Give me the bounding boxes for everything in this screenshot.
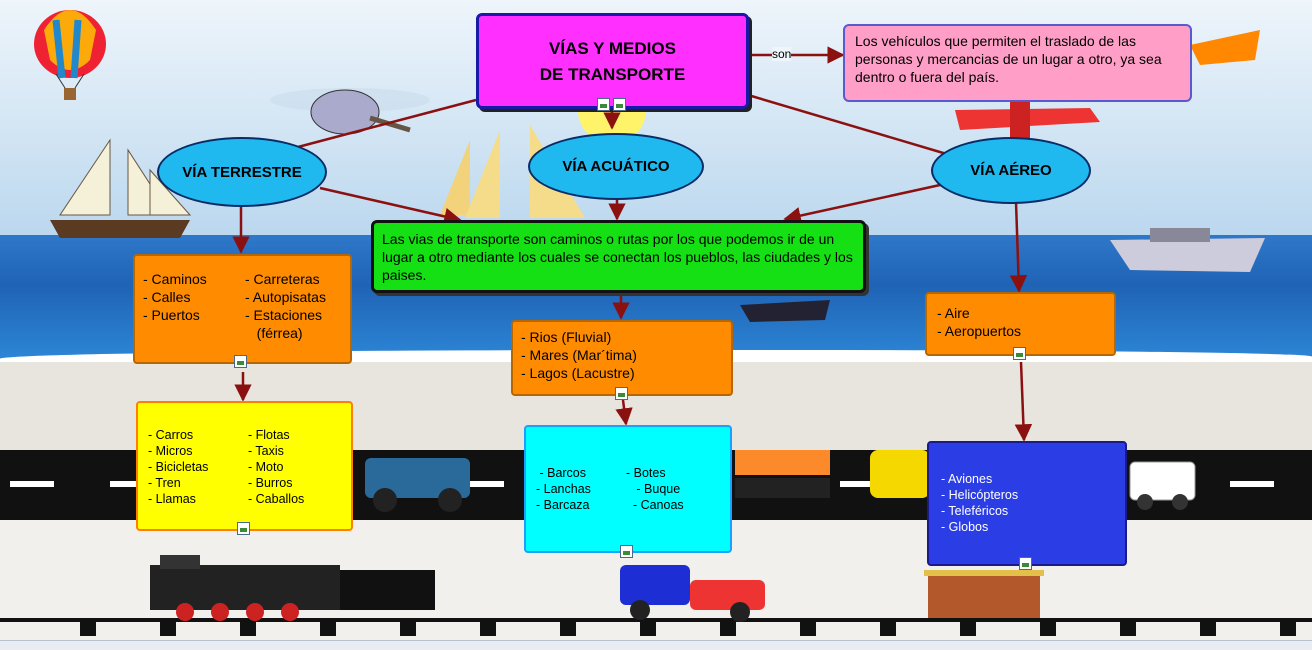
rail-sleeper (240, 622, 256, 636)
road-marking (110, 481, 154, 487)
image-attachment-icon[interactable] (620, 545, 633, 558)
image-attachment-icon[interactable] (237, 522, 250, 535)
horizontal-scrollbar[interactable] (0, 640, 1312, 650)
aereo-vias-node[interactable]: - Aire - Aeropuertos (925, 292, 1116, 356)
title-line-2: DE TRANSPORTE (539, 65, 686, 84)
rail-track (0, 618, 1312, 622)
connector-title-aereo (747, 93, 951, 157)
rail-sleeper (160, 622, 176, 636)
sailboat-icon (50, 138, 192, 238)
connector-terrestre-description (319, 186, 462, 226)
acuatico-vias-node[interactable]: - Rios (Fluvial) - Mares (Mar´tima) - La… (511, 320, 733, 396)
aereo-medios-node[interactable]: - Aviones - Helicópteros - Teleféricos -… (927, 441, 1127, 566)
connector-aereo-medios (1014, 361, 1033, 442)
bus-icon (870, 450, 930, 498)
terrestre-vias-node[interactable]: - Caminos - Calles - Puertos - Carretera… (133, 254, 352, 364)
rail-sleeper (800, 622, 816, 636)
title-node[interactable]: VÍAS Y MEDIOS DE TRANSPORTE (476, 13, 749, 109)
ambulance-icon (1129, 461, 1196, 510)
rail-sleeper (320, 622, 336, 636)
rail-sleeper (1120, 622, 1136, 636)
via-terrestre-node[interactable]: VÍA TERRESTRE (157, 137, 327, 207)
tractor-icon (620, 565, 765, 622)
rail-sleeper (1040, 622, 1056, 636)
image-attachment-icon[interactable] (1019, 557, 1032, 570)
train-icon (150, 555, 435, 621)
vias-description-node[interactable]: Las vias de transporte son caminos o rut… (371, 220, 866, 293)
rail-sleeper (640, 622, 656, 636)
via-aereo-node[interactable]: VÍA AÉREO (931, 137, 1091, 204)
tram-icon (924, 570, 1044, 618)
image-attachment-icon[interactable] (1013, 347, 1026, 360)
sports-car-icon (735, 450, 830, 498)
rail-sleeper (400, 622, 416, 636)
terrestre-vias-col-1: - Caminos - Calles - Puertos (143, 271, 207, 323)
image-attachment-icon[interactable] (615, 387, 628, 400)
note-attachment-icon[interactable] (613, 98, 626, 111)
jeep-icon (365, 458, 470, 512)
rail-sleeper (1280, 622, 1296, 636)
jetski-icon (740, 300, 830, 322)
acuatico-medios-node[interactable]: - Barcos - Lanchas - Barcaza - Botes - B… (524, 425, 732, 553)
rail-sleeper (1200, 622, 1216, 636)
rail-sleeper (960, 622, 976, 636)
terrestre-vias-col-2: - Carreteras - Autopisatas - Estaciones … (245, 271, 326, 341)
title-line-1: VÍAS Y MEDIOS (549, 39, 676, 58)
connector-aereo-vias (1009, 201, 1028, 293)
road-marking (840, 481, 884, 487)
rail-sleeper (880, 622, 896, 636)
rail-sleeper (480, 622, 496, 636)
connector-acuatico-medios (615, 399, 633, 426)
rail-sleeper (720, 622, 736, 636)
helicopter-icon (270, 88, 430, 135)
connector-label: son (772, 47, 792, 61)
road-marking (460, 481, 504, 487)
hot-air-balloon-icon (34, 10, 106, 100)
terrestre-medios-col-1: - Carros - Micros - Bicicletas - Tren - … (148, 428, 209, 506)
rail-sleeper (80, 622, 96, 636)
airplane-icon (955, 95, 1100, 140)
via-acuatico-node[interactable]: VÍA ACUÁTICO (528, 133, 704, 200)
rail-sleeper (560, 622, 576, 636)
speedboat-icon (1110, 228, 1265, 272)
image-attachment-icon[interactable] (234, 355, 247, 368)
connector-aereo-description (783, 183, 941, 225)
image-attachment-icon[interactable] (597, 98, 610, 111)
terrestre-medios-col-2: - Flotas - Taxis - Moto - Burros - Cabal… (248, 428, 305, 506)
road-marking (10, 481, 54, 487)
acuatico-medios-col-2: - Botes - Buque - Canoas (626, 466, 684, 512)
road-marking (1230, 481, 1274, 487)
definition-node[interactable]: Los vehículos que permiten el traslado d… (843, 24, 1192, 102)
terrestre-medios-node[interactable]: - Carros - Micros - Bicicletas - Tren - … (136, 401, 353, 531)
acuatico-medios-col-1: - Barcos - Lanchas - Barcaza (536, 466, 591, 512)
small-plane-icon (1190, 30, 1260, 65)
